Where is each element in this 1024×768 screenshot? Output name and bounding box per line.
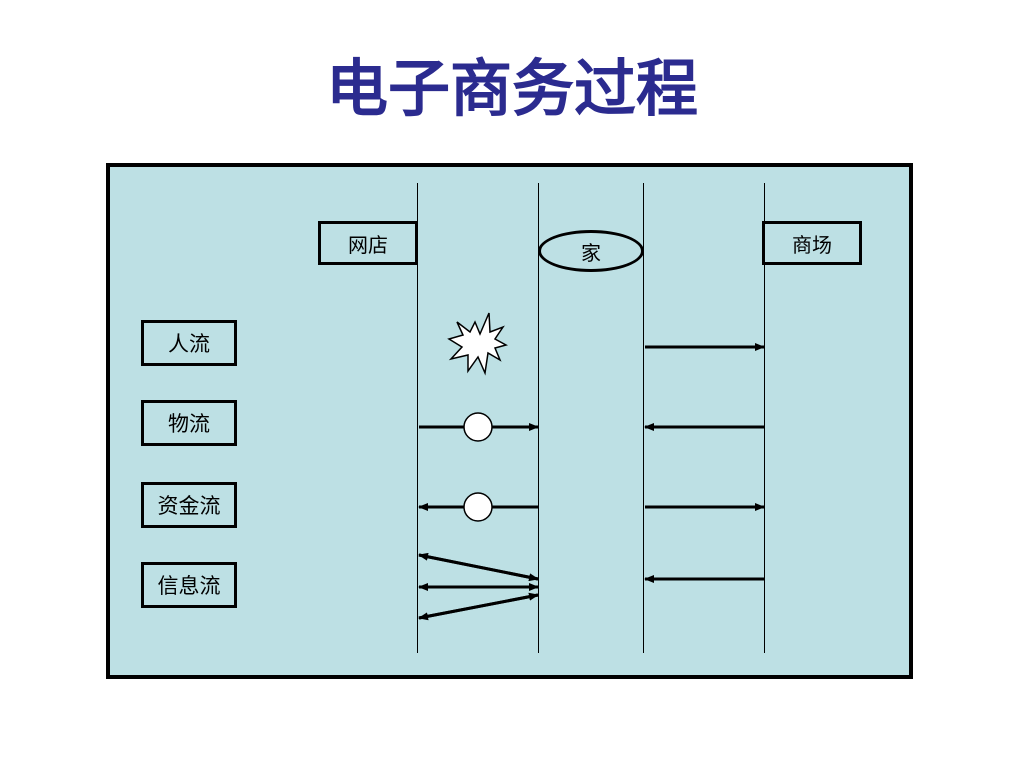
row-label-people: 人流 [141, 320, 237, 366]
row-label-goods: 物流 [141, 400, 237, 446]
node-home: 家 [538, 230, 644, 272]
info-flow-arrow-2 [418, 553, 539, 582]
row-label-funds: 资金流 [141, 482, 237, 528]
explosion-star-icon [447, 312, 508, 376]
node-online-store: 网店 [318, 221, 418, 265]
page-title: 电子商务过程 [325, 52, 698, 125]
flow-arrows [418, 312, 765, 621]
lifeline-mall-left [764, 183, 765, 653]
relay-circle-icon [463, 492, 493, 522]
relay-circle-icon [463, 412, 493, 442]
node-mall: 商场 [762, 221, 862, 265]
lifeline-home-right [643, 183, 644, 653]
row-label-info: 信息流 [141, 562, 237, 608]
lifeline-online-store-right [417, 183, 418, 653]
diagram-panel: 网店 家 商场 人流 物流 资金流 信息流 [106, 163, 913, 679]
info-flow-arrow-6 [418, 592, 539, 620]
lifeline-home-left [538, 183, 539, 653]
